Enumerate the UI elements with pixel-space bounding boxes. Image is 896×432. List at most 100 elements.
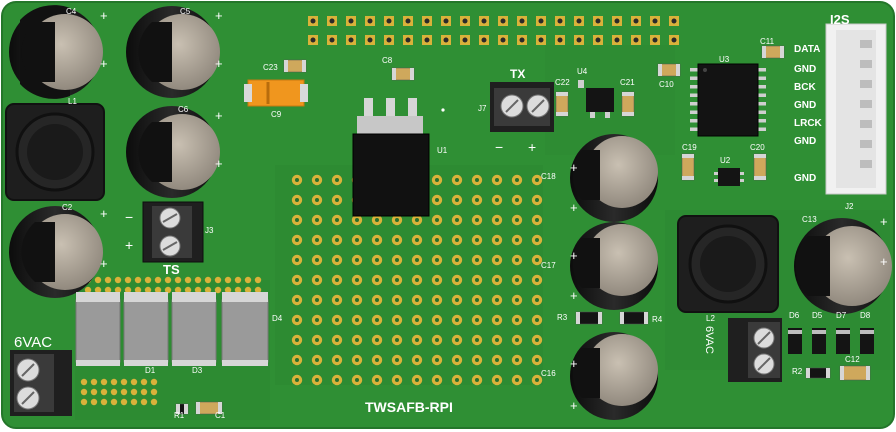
proto-pad [150, 388, 158, 396]
plus-mark: + [880, 214, 888, 229]
proto-pad [214, 276, 222, 284]
plus-mark: + [100, 8, 108, 23]
label-d4: D4 [272, 314, 283, 323]
label-c5: C5 [180, 7, 191, 16]
capacitor-c18 [570, 134, 658, 222]
proto-pad [154, 276, 162, 284]
terminal-block-6vac-left [10, 350, 72, 416]
proto-pad [174, 286, 182, 294]
label-r4: R4 [652, 315, 663, 324]
label-d3: D3 [192, 366, 203, 375]
label-i2s: I2S [830, 12, 850, 27]
plus-mark: + [570, 160, 578, 175]
proto-pad [204, 286, 212, 294]
capacitor-c13 [794, 218, 892, 314]
proto-pad [110, 378, 118, 386]
label-u1: U1 [437, 146, 448, 155]
plus-mark: + [570, 200, 578, 215]
proto-pad [114, 286, 122, 294]
label-d7: D7 [836, 311, 847, 320]
connector-j2 [825, 23, 887, 195]
proto-pad [104, 286, 112, 294]
proto-pad [84, 286, 92, 294]
prototype-pad-grid [291, 174, 543, 386]
label-c16: C16 [541, 369, 556, 378]
capacitor-c6 [126, 106, 220, 198]
plus-mark: + [570, 398, 578, 413]
proto-pad [94, 286, 102, 294]
diodes-d5-d8 [788, 328, 874, 354]
proto-pad [144, 276, 152, 284]
proto-pad [120, 388, 128, 396]
label-c13: C13 [802, 215, 817, 224]
j3-minus: − [125, 209, 133, 225]
capacitor-c17 [570, 222, 658, 310]
plus-mark: + [215, 108, 223, 123]
proto-pad [254, 286, 262, 294]
plus-mark: + [100, 256, 108, 271]
plus-mark: + [570, 356, 578, 371]
proto-pad [214, 286, 222, 294]
proto-pad [150, 398, 158, 406]
proto-pad [194, 276, 202, 284]
label-d1: D1 [145, 366, 156, 375]
terminal-block-j7 [490, 82, 554, 132]
proto-pad [80, 388, 88, 396]
proto-pad [234, 276, 242, 284]
proto-pad [110, 388, 118, 396]
proto-pad [234, 286, 242, 294]
label-c12: C12 [845, 355, 860, 364]
label-c4: C4 [66, 7, 77, 16]
i2s-pin-label: LRCK [794, 118, 823, 129]
i2s-pin-label: DATA [794, 44, 820, 55]
proto-pad [164, 276, 172, 284]
label-c2: C2 [62, 203, 73, 212]
terminal-block-j3 [142, 201, 204, 263]
ic-u3 [690, 63, 766, 137]
proto-pad [184, 276, 192, 284]
label-tx: TX [510, 67, 525, 81]
proto-pad [244, 276, 252, 284]
label-c19: C19 [682, 143, 697, 152]
proto-pad [174, 276, 182, 284]
polarity-marks: ++++++++++++++++ [100, 8, 888, 413]
ic-u2 [714, 168, 744, 186]
terminal-block-6vac-right [728, 318, 782, 382]
plus-mark: + [570, 248, 578, 263]
smd-component [839, 365, 871, 381]
proto-pad [90, 398, 98, 406]
capacitor-c2 [9, 206, 103, 298]
label-j3: J3 [205, 226, 214, 235]
label-d5: D5 [812, 311, 823, 320]
proto-pad [90, 388, 98, 396]
i2s-pin-label: GND [794, 100, 816, 111]
proto-pad [100, 398, 108, 406]
capacitor-c16 [570, 332, 658, 420]
proto-pad [130, 398, 138, 406]
i2s-pin-label: BCK [794, 82, 816, 93]
i2s-pin-label: GND [794, 136, 816, 147]
label-c10: C10 [659, 80, 674, 89]
proto-pad [224, 276, 232, 284]
label-c6: C6 [178, 105, 189, 114]
i2s-pin-label: GND [794, 64, 816, 75]
proto-pad [254, 276, 262, 284]
label-c21: C21 [620, 78, 635, 87]
plus-mark: + [100, 206, 108, 221]
proto-pad [130, 388, 138, 396]
proto-pad [90, 378, 98, 386]
plus-mark: + [570, 288, 578, 303]
proto-pad [150, 378, 158, 386]
proto-pad [204, 276, 212, 284]
proto-pad [124, 276, 132, 284]
plus-mark: + [215, 56, 223, 71]
proto-pad [184, 286, 192, 294]
proto-pad [134, 276, 142, 284]
label-r1: R1 [174, 411, 185, 420]
regulator-u4 [578, 80, 614, 118]
proto-pad [140, 388, 148, 396]
small-pad-grid [80, 276, 262, 406]
capacitor-c5 [126, 6, 220, 98]
inductor-l2 [677, 215, 779, 313]
